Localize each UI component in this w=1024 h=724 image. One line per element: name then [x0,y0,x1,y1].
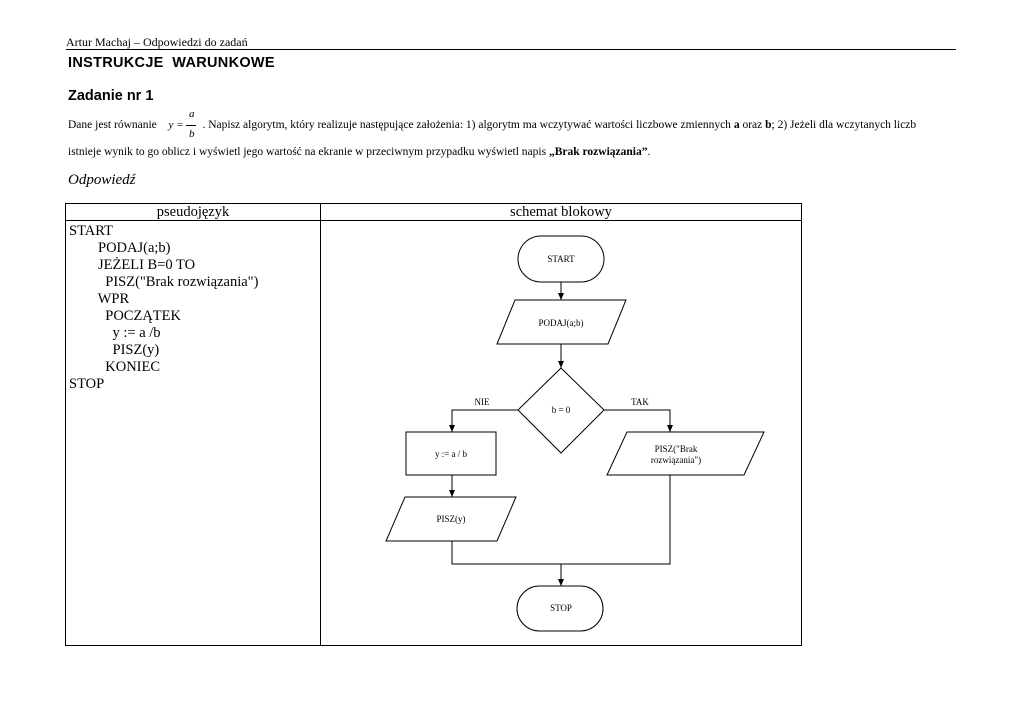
equation-denominator: b [189,128,195,140]
pseudocode-line: y := a /b [69,325,161,341]
task-line1-rest: . Napisz algorytm, który realizuje nastę… [202,119,731,131]
pseudocode-line: JEŻELI B=0 TO [69,257,196,273]
print-msg-label-1: PISZ("Brak [655,444,698,454]
pseudocode-line: STOP [69,376,105,392]
start-label: START [547,254,575,264]
input-label: PODAJ(a;b) [539,318,584,328]
task-title: Zadanie nr 1 [68,88,154,104]
pseudocode-line: WPR [69,291,130,307]
connector-left-merge [451,541,561,565]
print-y-parallelogram [385,496,517,542]
pseudocode-cell: START PODAJ(a;b) JEŻELI B=0 TO PISZ("Bra… [65,220,321,646]
pseudocode-line: PISZ("Brak rozwiązania") [69,274,259,290]
pseudocode-line: POCZĄTEK [69,308,181,324]
and-word: oraz [742,119,763,131]
pseudocode-line: KONIEC [69,359,161,375]
col-header-pseudocode: pseudojęzyk [65,203,321,221]
stop-terminator [516,585,604,632]
no-label: NIE [475,397,490,407]
arrow-yes-branch [604,409,673,432]
pseudocode-line: START [69,223,113,239]
print-y-label: PISZ(y) [437,514,466,524]
arrow-no-branch [449,409,518,432]
answer-label: Odpowiedź [68,172,136,188]
answer-table: pseudojęzyk schemat blokowy START PODAJ(… [65,203,802,646]
task-line-1: Dane jest równanie y = . Napisz algorytm… [68,119,916,131]
flowchart: START PODAJ(a;b) b = 0 NIE TAK y := a / … [385,235,765,632]
var-b: b [765,119,772,131]
task-line1-tail: ; 2) Jeżeli dla wczytanych liczb [771,119,917,131]
input-parallelogram [496,299,627,345]
flowchart-cell: START PODAJ(a;b) b = 0 NIE TAK y := a / … [320,220,802,646]
assign-label: y := a / b [435,449,468,459]
condition-label: b = 0 [552,405,571,415]
header-rule [66,49,956,50]
connector-right-merge [561,475,671,565]
equation-numerator: a [189,108,195,120]
pseudocode-line: PODAJ(a;b) [69,240,171,256]
print-msg-label-2: rozwiązania") [651,455,701,465]
task-line2-text: istnieje wynik to go oblicz i wyświetl j… [68,146,547,158]
running-header: Artur Machaj – Odpowiedzi do zadań [66,35,248,49]
stop-label: STOP [550,603,572,613]
equation-fraction-bar [186,125,196,126]
col-header-flowchart: schemat blokowy [320,203,802,221]
var-a: a [733,119,740,131]
task-intro: Dane jest równanie [68,119,157,131]
equation-lhs: y = [168,119,184,131]
print-msg-parallelogram [606,431,765,476]
task-line-2: istnieje wynik to go oblicz i wyświetl j… [68,146,650,158]
decision-diamond [517,367,605,454]
quoted-message: „Brak rozwiązania” [548,146,648,158]
task-line2-end: . [647,146,651,158]
assign-process [405,431,497,476]
yes-label: TAK [631,397,649,407]
pseudocode-line: PISZ(y) [69,342,160,358]
section-title: INSTRUKCJE WARUNKOWE [68,55,275,71]
